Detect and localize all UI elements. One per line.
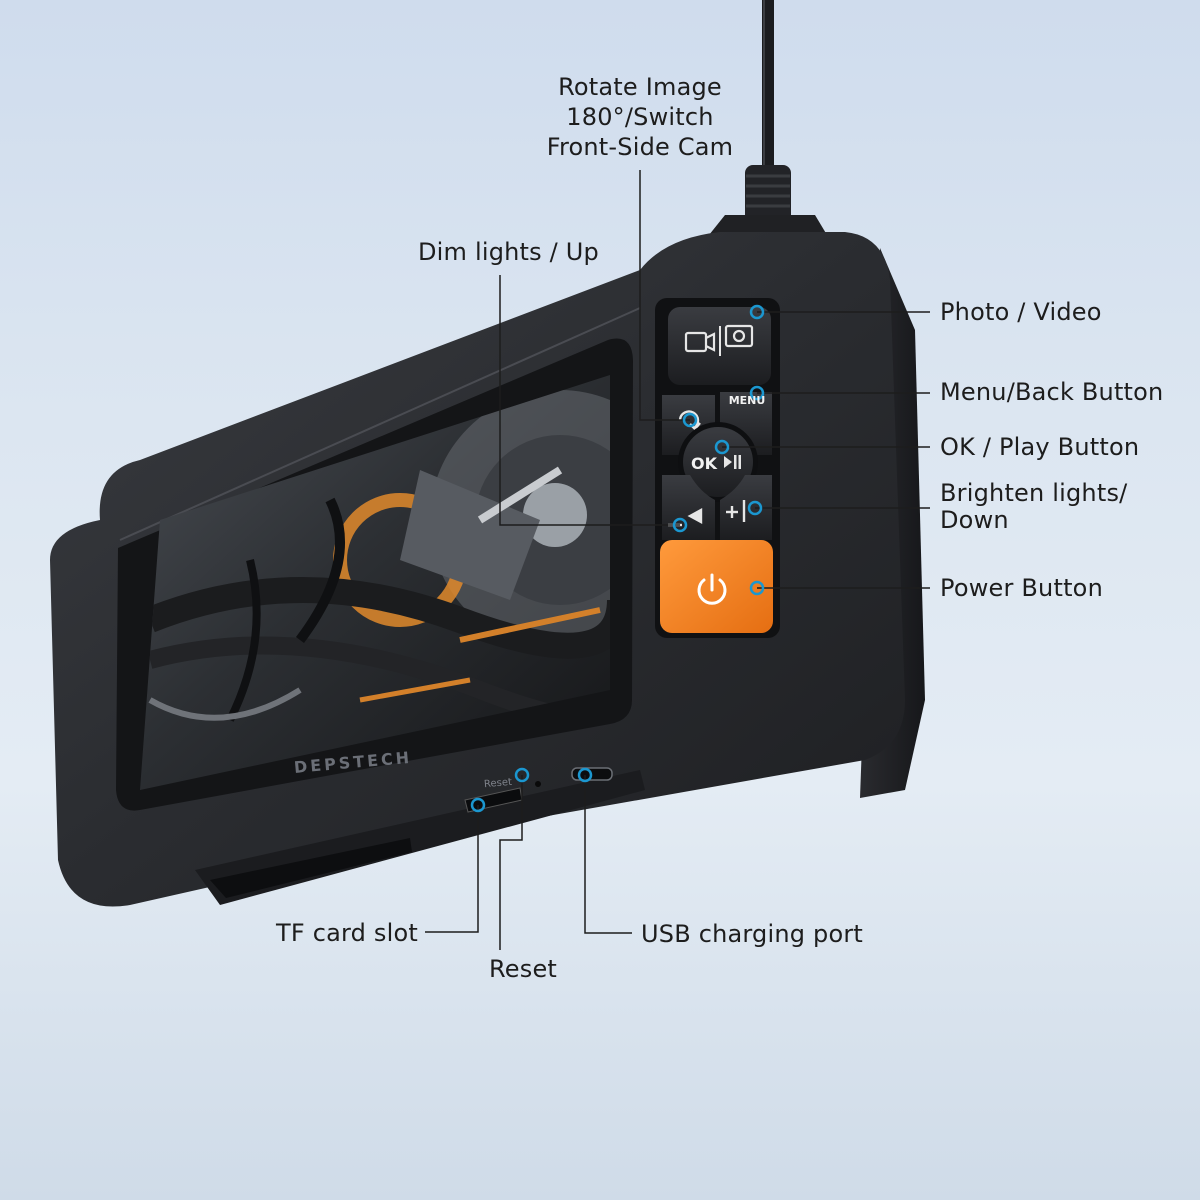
ok-play-button[interactable] xyxy=(678,422,758,502)
callout-markers xyxy=(470,304,765,813)
callout-brighten-lights-down: Brighten lights/ Down xyxy=(940,479,1128,534)
callout-dim-lights-up: Dim lights / Up xyxy=(418,238,599,266)
play-pause-icon xyxy=(724,455,741,469)
photo-video-button[interactable] xyxy=(668,307,771,385)
leader-lines xyxy=(425,170,930,950)
callout-photo-video: Photo / Video xyxy=(940,298,1102,326)
screen xyxy=(140,375,610,790)
photo-camera-icon xyxy=(724,324,754,348)
plus-icon xyxy=(726,500,746,522)
power-icon xyxy=(697,573,727,605)
callout-rotate-image: Rotate Image 180°/Switch Front-Side Cam xyxy=(546,73,734,161)
callout-reset: Reset xyxy=(489,955,558,983)
callout-ok-play: OK / Play Button xyxy=(940,433,1140,461)
callout-tf-card-slot: TF card slot xyxy=(276,919,418,947)
reset-hole[interactable] xyxy=(535,781,541,787)
ok-label: OK xyxy=(691,453,717,473)
video-camera-icon xyxy=(684,331,716,353)
callout-power-button: Power Button xyxy=(940,574,1103,602)
callout-usb-port: USB charging port xyxy=(641,920,864,948)
menu-label: MENU xyxy=(728,393,766,407)
callout-menu-back: Menu/Back Button xyxy=(940,378,1164,406)
brighten-lights-down-button[interactable] xyxy=(720,475,772,540)
power-button[interactable] xyxy=(660,540,773,633)
